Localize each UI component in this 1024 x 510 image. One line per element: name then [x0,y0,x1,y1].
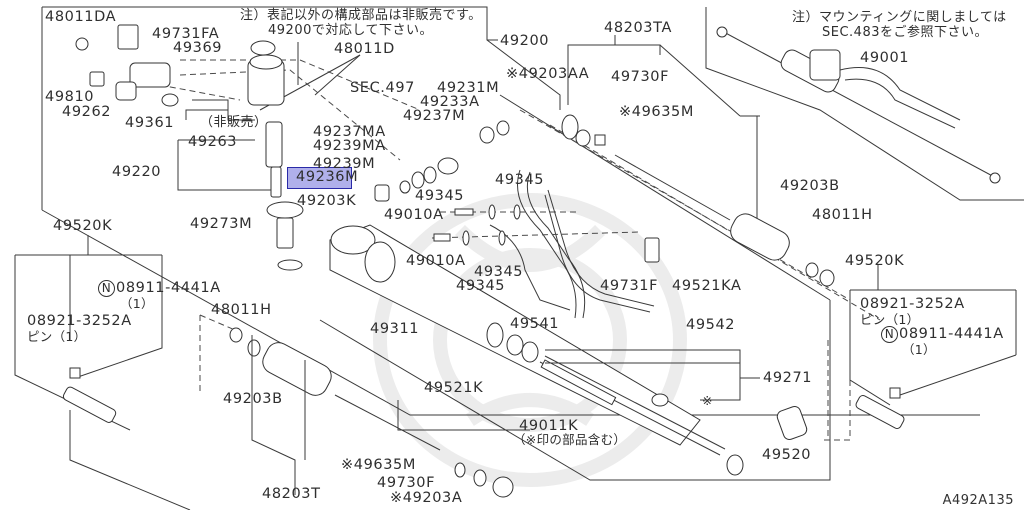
left-kit-nut-part: 08911-4441A [116,280,221,296]
part-label-49001[interactable]: 49001 [860,50,910,66]
part-label-49361[interactable]: 49361 [125,115,175,131]
part-label-49542[interactable]: 49542 [686,317,736,333]
part-label-49520K-right[interactable]: 49520K [845,253,905,269]
part-label-49273M[interactable]: 49273M [190,216,253,232]
part-label-48203T[interactable]: 48203T [262,486,321,502]
part-label-48011H-left[interactable]: 48011H [211,302,272,318]
part-label-49520[interactable]: 49520 [762,447,812,463]
note-see-sec483: SEC.483をご参照下さい。 [822,25,988,40]
left-kit-pin-qty: ピン（1） [27,329,87,344]
right-kit-nut-part: 08911-4441A [899,326,1004,342]
part-label-49730F-top[interactable]: 49730F [611,69,670,85]
part-label-49203AA[interactable]: ※49203AA [506,66,590,82]
part-label-49236M[interactable]: 49236M [296,169,358,185]
part-label-49010A-upper[interactable]: 49010A [384,207,444,223]
part-label-49731FA[interactable]: 49731FA [152,26,220,42]
n-circle-icon: N [98,280,115,297]
section-ref-497[interactable]: SEC.497 [350,80,415,96]
part-label-49345-lower-left[interactable]: 49345 [456,278,506,294]
part-label-49541[interactable]: 49541 [510,316,560,332]
part-label-49239MA[interactable]: 49239MA [313,138,386,154]
part-label-49237M[interactable]: 49237M [403,108,466,124]
part-label-49203B-left[interactable]: 49203B [223,391,283,407]
part-label-49345-upper[interactable]: 49345 [495,172,545,188]
part-label-49731F[interactable]: 49731F [600,278,659,294]
part-label-49345-lower-right[interactable]: 49345 [474,264,524,280]
part-label-48203TA[interactable]: 48203TA [604,20,672,36]
part-label-49203K[interactable]: 49203K [297,193,357,209]
part-label-49236M-highlighted: 49236 [296,169,346,185]
part-label-48011D[interactable]: 48011D [334,41,395,57]
part-label-49236M-suffix: M [345,169,359,185]
part-label-49239M[interactable]: 49239M [313,156,376,172]
note-mounting: 注）マウンティングに関しましては [792,10,1007,25]
part-label-49521KA[interactable]: 49521KA [672,278,742,294]
left-kit-nut-qty: （1） [120,296,154,311]
left-kit-pin-part[interactable]: 08921-3252A [27,313,132,329]
note-marked-parts-included: （※印の部品含む） [513,432,627,447]
part-label-49520K-left[interactable]: 49520K [53,218,113,234]
part-label-49635M-top[interactable]: ※49635M [619,104,694,120]
part-label-49011K[interactable]: 49011K [519,418,579,434]
n-circle-icon: N [881,326,898,343]
right-kit-nut-qty: （1） [902,342,936,357]
figure-code: A492A135 [942,493,1014,508]
part-label-49262[interactable]: 49262 [62,104,112,120]
part-label-49203B-right[interactable]: 49203B [780,178,840,194]
part-label-49810[interactable]: 49810 [45,89,95,105]
part-label-49730F-bottom[interactable]: 49730F [377,475,436,491]
part-label-49369[interactable]: 49369 [173,40,223,56]
part-label-49010A-lower[interactable]: 49010A [406,253,466,269]
right-kit-pin-qty: ピン（1） [860,312,920,327]
note-use-49200: 49200で対応して下さい。 [268,23,433,38]
part-label-49233A[interactable]: 49233A [420,94,480,110]
part-label-49263[interactable]: 49263 [188,134,238,150]
part-label-49345-bolt[interactable]: 49345 [415,188,465,204]
right-kit-pin-part[interactable]: 08921-3252A [860,296,965,312]
part-label-49311[interactable]: 49311 [370,321,420,337]
part-label-49200[interactable]: 49200 [500,33,550,49]
note-not-sold: （非販売） [200,115,268,130]
selected-part-highlight [287,167,352,189]
part-label-48011H-right[interactable]: 48011H [812,207,873,223]
part-label-49220[interactable]: 49220 [112,164,162,180]
part-label-49237MA[interactable]: 49237MA [313,124,386,140]
part-label-49203A[interactable]: ※49203A [390,490,463,506]
part-label-49271[interactable]: 49271 [763,370,813,386]
part-label-49521K[interactable]: 49521K [424,380,484,396]
asterisk-mark-49271: ※ [702,393,713,408]
note-non-sold-components: 注）表記以外の構成部品は非販売です。 [240,8,482,23]
part-label-48011DA[interactable]: 48011DA [45,9,117,25]
part-label-49231M[interactable]: 49231M [437,80,500,96]
part-label-49635M-bottom[interactable]: ※49635M [341,457,416,473]
